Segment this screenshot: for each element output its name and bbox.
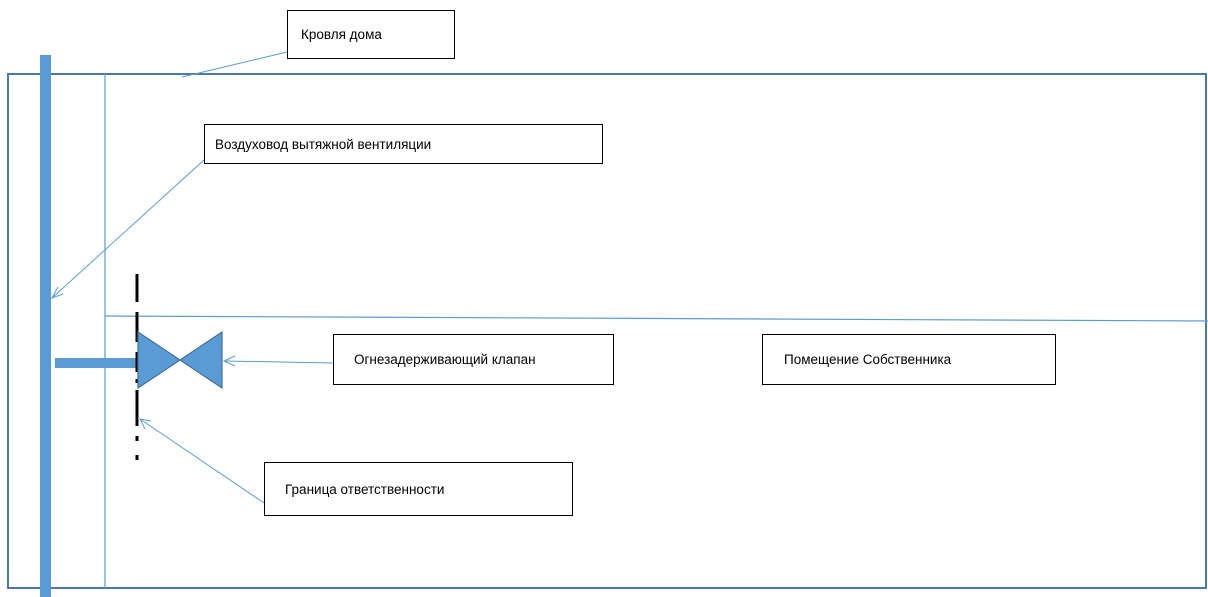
leader-valve-arrowhead [222,355,236,367]
fire-damper-valve-icon [137,330,223,390]
boundary-label: Граница ответственности [285,481,445,497]
duct-label-box: Воздуховод вытяжной вентиляции [204,124,603,164]
leader-boundary-arrowhead [139,418,152,430]
roof-label: Кровля дома [301,27,382,42]
room-label: Помещение Собственника [784,352,952,367]
leader-duct-arrowhead [50,286,64,299]
branch-duct [55,358,138,368]
leader-roof [181,51,288,78]
vertical-duct [40,55,51,597]
leader-valve [223,360,334,364]
room-ceiling-line [104,315,1208,322]
building-outline [7,73,1207,589]
valve-label-box: Огнезадерживающий клапан [333,334,614,385]
leader-duct [51,159,205,299]
valve-label: Огнезадерживающий клапан [354,352,536,367]
duct-label: Воздуховод вытяжной вентиляции [215,136,432,152]
roof-label-box: Кровля дома [287,10,455,59]
leader-boundary [139,418,265,504]
boundary-label-box: Граница ответственности [264,462,573,516]
room-label-box: Помещение Собственника [762,334,1056,385]
